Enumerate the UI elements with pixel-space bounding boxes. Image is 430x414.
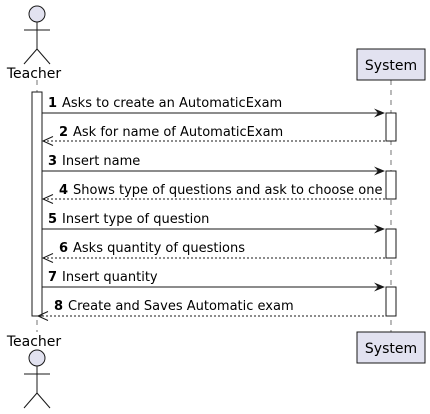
- message-number: 8: [54, 299, 63, 314]
- message-label: Insert quantity: [62, 270, 158, 285]
- message-8: 8 Create and Saves Automatic exam: [36, 299, 385, 321]
- message-label: Ask for name of AutomaticExam: [73, 125, 283, 140]
- message-number: 3: [48, 154, 57, 169]
- teacher-activation-bar: [31, 91, 43, 317]
- arrowhead-left-icon: [41, 253, 54, 263]
- system-participant-bottom: System: [356, 331, 426, 364]
- message-number: 7: [48, 270, 57, 285]
- message-label: Shows type of questions and ask to choos…: [73, 183, 382, 198]
- actor-head-icon: [28, 5, 46, 23]
- system-activation-bar: [385, 286, 397, 317]
- message-7: 7 Insert quantity: [42, 270, 385, 292]
- message-number: 6: [59, 241, 68, 256]
- message-6: 6 Asks quantity of questions: [41, 241, 385, 263]
- arrowhead-right-icon: [374, 166, 385, 176]
- system-label: System: [365, 58, 417, 74]
- message-2: 2 Ask for name of AutomaticExam: [41, 125, 385, 146]
- message-3: 3 Insert name: [42, 154, 385, 176]
- arrowhead-left-icon: [41, 136, 54, 146]
- teacher-label: Teacher: [6, 334, 62, 350]
- system-activation-bar: [385, 228, 397, 259]
- message-number: 2: [59, 125, 68, 140]
- system-activation-bar: [385, 112, 397, 142]
- arrowhead-right-icon: [374, 224, 385, 234]
- actor-head-icon: [28, 349, 46, 367]
- arrowhead-left-icon: [41, 194, 54, 204]
- message-label: Create and Saves Automatic exam: [68, 299, 294, 314]
- message-label: Insert name: [62, 154, 140, 169]
- teacher-actor-bottom: Teacher: [6, 334, 62, 409]
- message-1: 1 Asks to create an AutomaticExam: [42, 96, 385, 118]
- message-5: 5 Insert type of question: [42, 212, 385, 234]
- system-activation-bar: [385, 170, 397, 200]
- message-label: Asks to create an AutomaticExam: [62, 96, 282, 111]
- message-number: 1: [48, 96, 57, 111]
- teacher-actor-top: Teacher: [6, 5, 62, 82]
- arrowhead-left-icon: [36, 311, 49, 321]
- message-number: 4: [59, 183, 68, 198]
- message-label: Asks quantity of questions: [73, 241, 245, 256]
- system-label: System: [365, 341, 417, 357]
- message-number: 5: [48, 212, 57, 227]
- system-participant-top: System: [356, 48, 426, 81]
- message-4: 4 Shows type of questions and ask to cho…: [41, 183, 385, 204]
- teacher-label: Teacher: [6, 66, 62, 82]
- arrowhead-right-icon: [374, 108, 385, 118]
- message-label: Insert type of question: [62, 212, 209, 227]
- arrowhead-right-icon: [374, 282, 385, 292]
